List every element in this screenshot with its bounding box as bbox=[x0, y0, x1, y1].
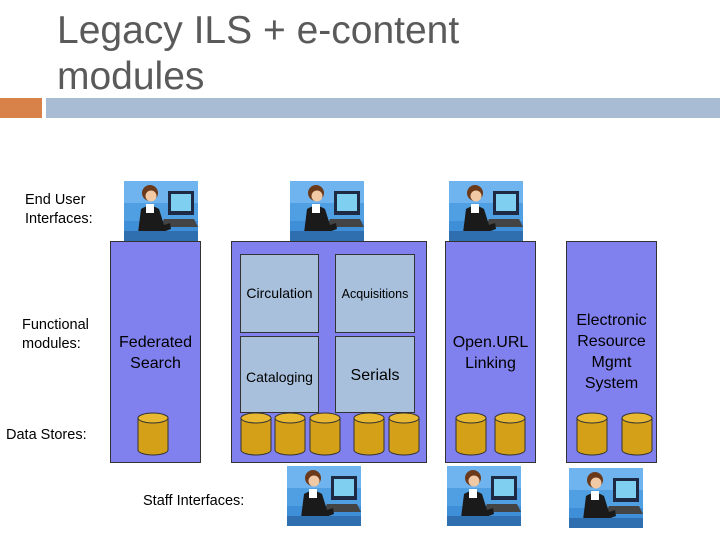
end-user-interfaces-label: End User Interfaces: bbox=[25, 192, 93, 227]
functional-modules-label: Functional modules: bbox=[22, 317, 89, 352]
user-at-computer-icon bbox=[447, 466, 521, 526]
database-cylinder-icon bbox=[576, 412, 608, 456]
data-stores-label: Data Stores: bbox=[6, 427, 87, 443]
slide-title-line1: Legacy ILS + e-content bbox=[57, 9, 460, 52]
database-cylinder-icon bbox=[621, 412, 653, 456]
slide-title: Legacy ILS + e-content modules bbox=[57, 8, 697, 100]
database-cylinder-icon bbox=[494, 412, 526, 456]
cataloging-module: Cataloging bbox=[240, 336, 319, 413]
title-accent-bar bbox=[46, 98, 720, 118]
database-cylinder-icon bbox=[353, 412, 385, 456]
user-at-computer-icon bbox=[569, 468, 643, 528]
acquisitions-module: Acquisitions bbox=[335, 254, 415, 333]
database-cylinder-icon bbox=[455, 412, 487, 456]
user-at-computer-icon bbox=[124, 181, 198, 241]
database-cylinder-icon bbox=[274, 412, 306, 456]
user-at-computer-icon bbox=[287, 466, 361, 526]
database-cylinder-icon bbox=[137, 412, 169, 456]
circulation-module: Circulation bbox=[240, 254, 319, 333]
serials-module: Serials bbox=[335, 336, 415, 413]
user-at-computer-icon bbox=[290, 181, 364, 241]
database-cylinder-icon bbox=[388, 412, 420, 456]
user-at-computer-icon bbox=[449, 181, 523, 241]
database-cylinder-icon bbox=[309, 412, 341, 456]
slide-title-line2: modules bbox=[57, 55, 205, 98]
database-cylinder-icon bbox=[240, 412, 272, 456]
staff-interfaces-label: Staff Interfaces: bbox=[143, 493, 245, 509]
title-accent-square bbox=[0, 98, 42, 118]
